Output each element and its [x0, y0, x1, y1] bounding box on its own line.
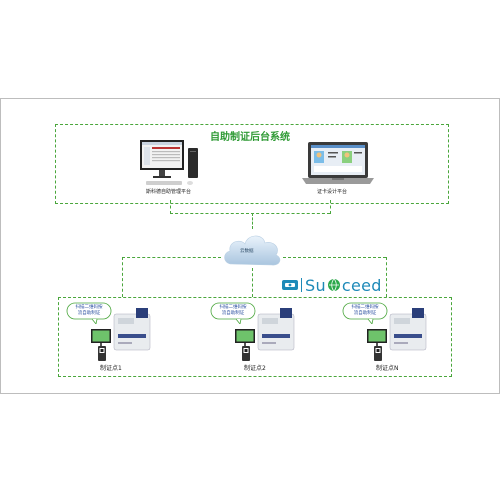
site-label: 制证点2	[244, 365, 266, 372]
connector-left-drop	[170, 200, 171, 214]
card-printer-icon	[256, 306, 296, 352]
cloud-label: 云数据	[240, 249, 254, 254]
callout-bubble: 扫描二维码按 流自助制证	[210, 302, 256, 324]
callout-line-1: 扫描二维码按	[75, 305, 103, 310]
logo-separator	[301, 278, 302, 292]
connector-cloud-left	[122, 257, 221, 258]
callout-line-2: 流自助制证	[221, 311, 245, 316]
connector-to-cloud	[252, 213, 253, 229]
logo-globe-icon	[327, 278, 340, 292]
backend-system-box	[55, 124, 449, 204]
logo-mark-icon	[282, 280, 298, 290]
site-1: 扫描二维码按 流自助制证 制证点1	[62, 300, 190, 372]
callout-bubble: 扫描二维码按 流自助制证	[66, 302, 112, 324]
site-label: 制证点1	[100, 365, 122, 372]
callout-line-2: 流自助制证	[77, 311, 101, 316]
card-printer-icon	[112, 306, 152, 352]
touch-kiosk-icon	[366, 328, 396, 362]
succeed-logo: Su ceed	[281, 275, 382, 295]
card-printer-icon	[388, 306, 428, 352]
connector-right-drop	[330, 200, 331, 214]
connector-cloud-right	[283, 257, 386, 258]
touch-kiosk-icon	[234, 328, 264, 362]
connector-site1-drop	[122, 257, 123, 297]
logo-suffix: ceed	[341, 275, 382, 295]
logo-prefix: Su	[305, 275, 326, 295]
pc-label-card-design: 证卡设计平台	[317, 189, 348, 195]
site-label: 制证点N	[376, 365, 399, 372]
callout-line-1: 扫描二维码按	[351, 305, 379, 310]
backend-system-title: 自助制证后台系统	[210, 132, 290, 143]
sites-box	[58, 297, 452, 377]
desktop-pc-icon	[136, 138, 206, 190]
callout-bubble: 扫描二维码按 流自助制证	[342, 302, 388, 324]
site-2: 扫描二维码按 流自助制证 制证点2	[206, 300, 334, 372]
cloud-icon	[220, 228, 284, 270]
site-n: 扫描二维码按 流自助制证 制证点N	[338, 300, 448, 372]
connector-site2-drop	[252, 268, 253, 297]
pc-label-management: 斯科德自助管理平台	[146, 189, 192, 195]
touch-kiosk-icon	[90, 328, 120, 362]
callout-line-2: 流自助制证	[353, 311, 377, 316]
callout-line-1: 扫描二维码按	[219, 305, 247, 310]
connector-site3-drop	[386, 257, 387, 297]
laptop-icon	[300, 140, 376, 188]
connector-backend-bar	[170, 213, 330, 214]
